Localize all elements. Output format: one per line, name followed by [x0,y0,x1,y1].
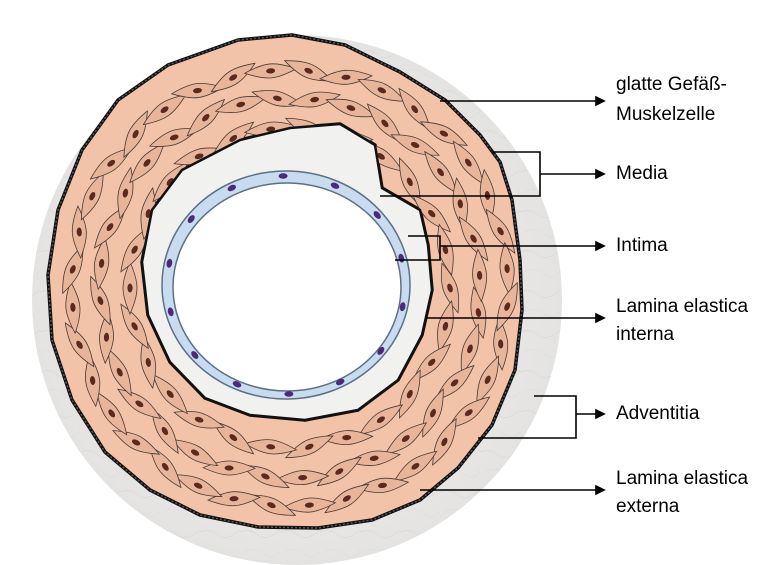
intima-endothelium [162,171,410,399]
label-lamina-externa-line2: externa [616,495,679,518]
label-intima: Intima [616,234,668,257]
label-media: Media [616,162,668,185]
label-lamina-interna-line2: interna [616,323,674,346]
label-lamina-externa-line1: Lamina elastica [616,467,748,490]
label-lamina-interna-line1: Lamina elastica [616,295,748,318]
label-muscle-cell-line2: Muskelzelle [616,103,715,126]
label-muscle-cell-line1: glatte Gefäß- [616,73,727,96]
cell-nucleus [127,284,132,293]
label-adventitia: Adventitia [616,402,699,425]
